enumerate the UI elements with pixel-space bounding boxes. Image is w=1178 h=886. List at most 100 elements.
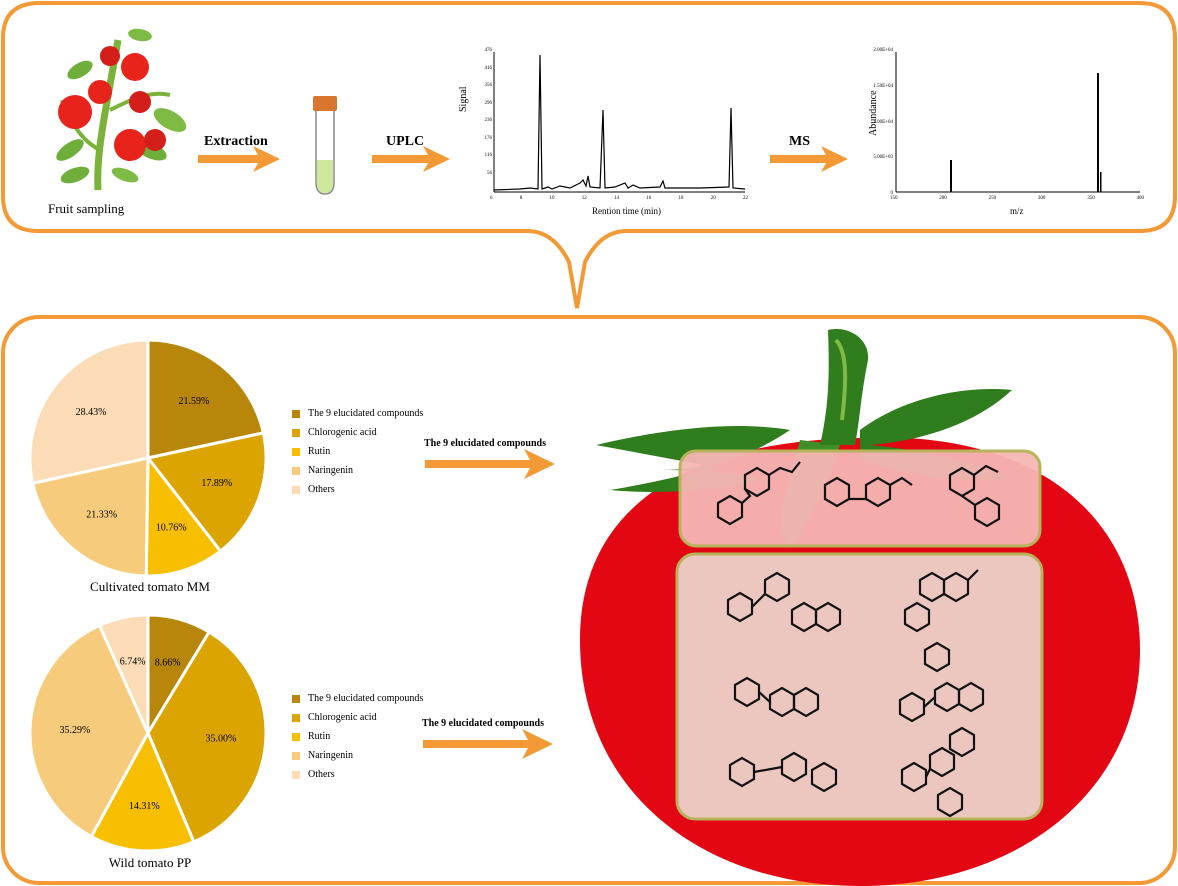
ms-ytick: 1.50E+04 (873, 83, 893, 89)
legend-swatch (292, 694, 300, 703)
extraction-label: Extraction (204, 134, 268, 149)
ms-xtick: 200 (939, 196, 947, 201)
molecule-structures (716, 461, 1001, 818)
ms-ytick: 0 (890, 191, 894, 196)
chromatogram-ytick: 296 (484, 100, 493, 106)
legend-label: Naringenin (308, 750, 353, 761)
bottom-panel-frame (1, 315, 1177, 885)
legend-swatch (292, 466, 300, 475)
fruit-sampling-caption: Fruit sampling (48, 201, 125, 216)
ms-peak-3 (1100, 172, 1102, 192)
chromatogram-ytick: 116 (484, 153, 492, 158)
pie-slice (30, 456, 150, 578)
molecule-5 (903, 569, 979, 673)
pie-data-label: 35.00% (206, 733, 237, 744)
ms-label: MS (789, 134, 810, 149)
legend-swatch (292, 428, 300, 437)
pie1-arrow (425, 449, 555, 479)
ms-arrow (770, 146, 848, 172)
ms-xtick: 400 (1136, 196, 1144, 201)
chromatogram-ytick: 356 (484, 83, 493, 88)
chromatogram-xtick: 8 (519, 196, 523, 201)
legend-item: Naringenin (292, 461, 423, 480)
legend-item: Naringenin (292, 746, 423, 765)
arrow-label-cultivated: The 9 elucidated compounds (424, 438, 546, 449)
pie-slice (145, 431, 268, 554)
legend-label: The 9 elucidated compounds (308, 408, 424, 419)
tomato-plant-illustration (56, 28, 187, 191)
pie-data-label: 8.66% (155, 658, 181, 669)
legend-label: Chlorogenic acid (308, 712, 377, 723)
chromatogram-plot (493, 52, 746, 193)
chromatogram-ytick: 176 (484, 135, 493, 141)
chromatogram-xtick: 12 (581, 196, 587, 201)
ms-xtick: 300 (1037, 196, 1046, 201)
pie-data-label: 14.31% (129, 801, 160, 812)
legend-item: Chlorogenic acid (292, 423, 423, 442)
chromatogram-ytick: 236 (484, 118, 493, 123)
ms-ytick: 2.00E+04 (873, 48, 893, 53)
legend-swatch (292, 447, 300, 456)
legend-swatch (292, 409, 300, 418)
uplc-arrow (372, 146, 450, 172)
molecule-1 (716, 461, 801, 526)
molecule-7 (898, 681, 985, 723)
legend-item: Chlorogenic acid (292, 708, 423, 727)
ms-xticks: 150 200 250 300 350 400 (890, 196, 1144, 201)
ms-peak-2 (1097, 73, 1099, 192)
pie-slice (89, 729, 196, 853)
legend-swatch (292, 485, 300, 494)
pie-title-wild: Wild tomato PP (108, 855, 192, 870)
chromatogram-xtick: 22 (743, 196, 748, 201)
chromatogram-xtick: 10 (549, 196, 555, 201)
pie2-arrow (423, 729, 553, 759)
molecule-2 (823, 476, 913, 508)
pie-data-label: 6.74% (120, 656, 146, 667)
chromatogram-xtick: 16 (646, 196, 652, 201)
legend-label: The 9 elucidated compounds (308, 693, 424, 704)
legend-item: Others (292, 480, 423, 499)
chromatogram-ytick: 56 (487, 170, 492, 176)
legend-label: Others (308, 484, 335, 495)
chromatogram-xtick: 14 (614, 196, 619, 201)
legend-item: The 9 elucidated compounds (292, 689, 423, 708)
chromatogram-xtick: 20 (710, 196, 716, 201)
molecule-4 (726, 571, 842, 633)
legend-label: Naringenin (308, 465, 353, 476)
chromatogram-ytick: 476 (484, 48, 493, 53)
pie-data-label: 21.33% (86, 510, 117, 521)
chromatogram-xtick: 6 (490, 196, 493, 201)
pie-data-label: 21.59% (178, 396, 209, 407)
legend-label: Chlorogenic acid (308, 427, 377, 438)
pie-slice (144, 453, 223, 578)
arrow-label-wild: The 9 elucidated compounds (422, 718, 544, 729)
pie-slice (28, 338, 150, 486)
mass-spectrum-plot (895, 52, 1140, 193)
test-tube-icon (313, 96, 337, 195)
chromatogram-xlabel: Rention time (min) (592, 206, 661, 216)
molecule-3 (948, 464, 1001, 528)
molecule-9 (900, 726, 976, 818)
pie-chart-cultivated-mm: 21.59%17.89%10.76%21.33%28.43% (28, 338, 268, 578)
chromatogram-trace (493, 54, 746, 191)
legend-swatch (292, 770, 300, 779)
ms-xtick: 150 (890, 196, 898, 201)
ms-xtick: 250 (988, 196, 997, 201)
top-panel-frame (0, 1, 1177, 309)
pie-data-label: 17.89% (201, 478, 232, 489)
workflow-arrows (198, 146, 848, 759)
pie-data-label: 10.76% (156, 522, 187, 533)
ms-xtick: 350 (1087, 196, 1095, 201)
chromatogram-xtick: 18 (678, 196, 684, 201)
legend-label: Rutin (308, 446, 331, 457)
pie-slice (146, 338, 266, 460)
legend-item: Rutin (292, 727, 423, 746)
legend-item: Rutin (292, 442, 423, 461)
pie-title-cultivated: Cultivated tomato MM (90, 579, 210, 594)
pie-slice (97, 613, 150, 734)
pie-data-label: 35.29% (59, 725, 90, 736)
